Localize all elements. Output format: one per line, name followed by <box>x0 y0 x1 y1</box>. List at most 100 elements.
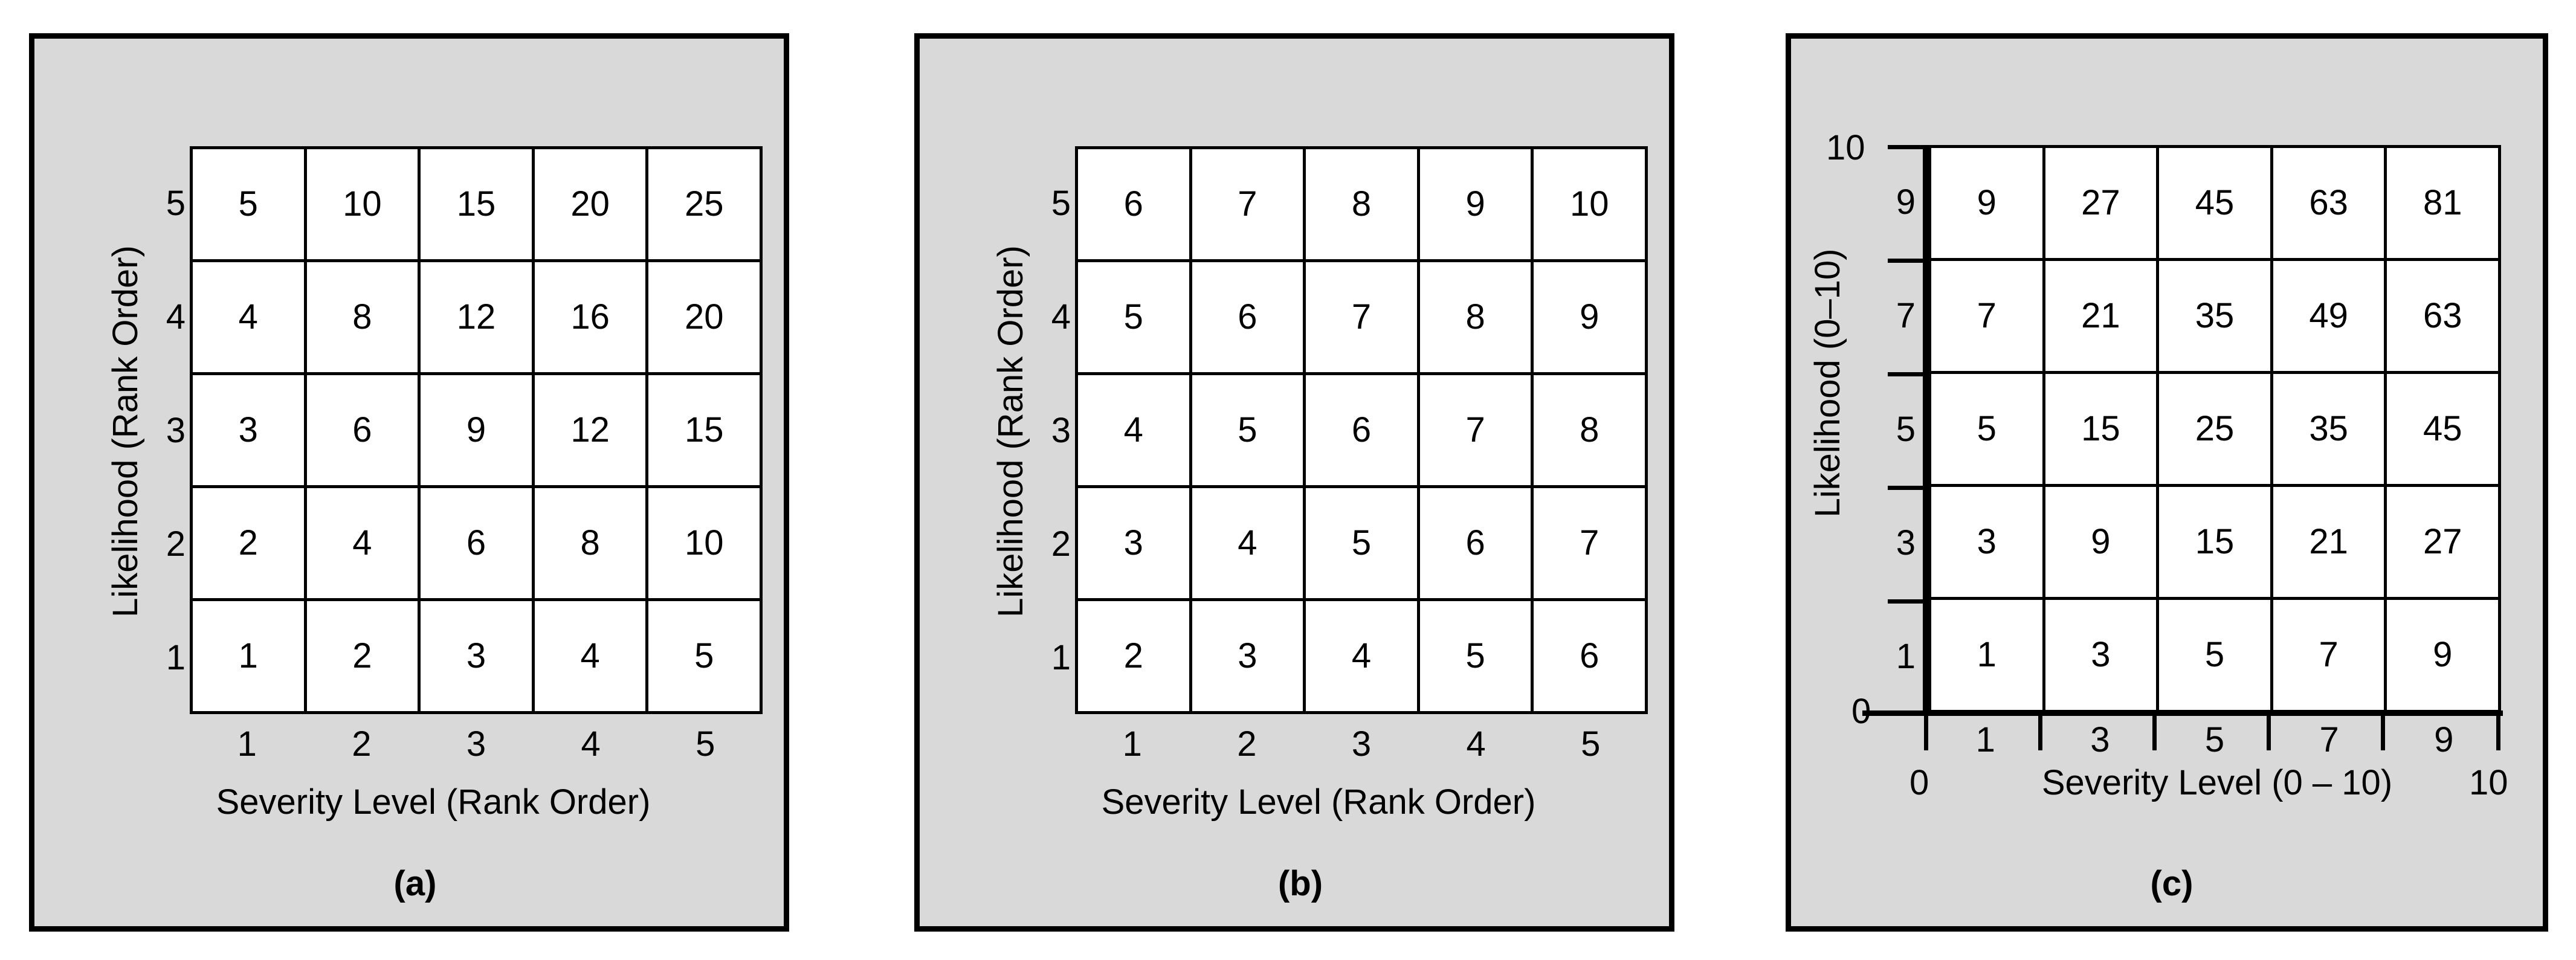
matrix-cell: 3 <box>421 601 532 711</box>
x-tick-label: 1 <box>1122 724 1142 764</box>
x-tick-label: 3 <box>466 724 486 764</box>
panel-b-y-tick-labels: 5 4 3 2 1 <box>1035 146 1071 714</box>
x-tick-label: 2 <box>1237 724 1257 764</box>
matrix-cell: 6 <box>306 375 418 485</box>
matrix-cell: 9 <box>1419 149 1531 259</box>
panel-b-x-axis-title: Severity Level (Rank Order) <box>1101 782 1536 822</box>
matrix-cell: 9 <box>2045 487 2157 597</box>
panel-a-caption: (a) <box>393 864 437 903</box>
matrix-cell: 3 <box>1192 601 1303 711</box>
matrix-cell: 81 <box>2387 148 2498 258</box>
panel-a: Likelihood (Rank Order) 5 4 3 2 1 5 10 1… <box>29 33 789 932</box>
x-tick-label: 5 <box>2204 720 2225 759</box>
panel-c-x-tick-labels: 1 3 5 7 9 <box>1928 717 2501 762</box>
x-axis-tick <box>2152 713 2157 750</box>
x-tick-label: 5 <box>696 724 715 764</box>
matrix-cell: 6 <box>1419 488 1531 598</box>
matrix-cell: 9 <box>1931 148 2042 258</box>
matrix-cell: 49 <box>2273 261 2384 371</box>
y-tick-label: 5 <box>166 183 186 223</box>
matrix-cell: 15 <box>648 375 760 485</box>
matrix-cell: 7 <box>1534 488 1645 598</box>
y-axis-tick <box>1888 486 1928 490</box>
y-tick-label: 4 <box>1051 297 1071 337</box>
matrix-cell: 20 <box>648 262 760 372</box>
panel-c-x-axis-line <box>1862 710 2503 716</box>
y-tick-label: 2 <box>1051 524 1071 564</box>
matrix-cell: 5 <box>1192 375 1303 485</box>
x-tick-label: 1 <box>1975 720 1995 759</box>
panel-a-y-axis-title: Likelihood (Rank Order) <box>105 245 145 617</box>
x-tick-label: 3 <box>2090 720 2110 759</box>
x-tick-label: 7 <box>2319 720 2339 759</box>
matrix-cell: 4 <box>193 262 304 372</box>
y-tick-label: 1 <box>1896 636 1916 676</box>
panel-c: Likelihood (0–10) 10 0 9 7 5 3 1 9 27 45… <box>1786 33 2548 932</box>
panel-c-y-tick-labels: 9 7 5 3 1 <box>1858 145 1916 713</box>
matrix-cell: 45 <box>2387 374 2498 484</box>
matrix-cell: 5 <box>1419 601 1531 711</box>
matrix-cell: 3 <box>1931 487 2042 597</box>
x-axis-tick <box>2038 713 2042 750</box>
panel-b-matrix-grid: 6 7 8 9 10 5 6 7 8 9 4 5 6 7 8 3 4 5 6 7… <box>1075 146 1648 714</box>
panel-b-y-axis-title: Likelihood (Rank Order) <box>990 245 1030 617</box>
y-tick-label: 2 <box>166 524 186 564</box>
matrix-cell: 63 <box>2273 148 2384 258</box>
matrix-cell: 9 <box>2387 600 2498 710</box>
y-tick-label: 5 <box>1896 409 1916 449</box>
matrix-cell: 6 <box>1306 375 1417 485</box>
panel-c-y-axis-title: Likelihood (0–10) <box>1807 248 1847 518</box>
y-tick-label: 7 <box>1896 295 1916 335</box>
matrix-cell: 6 <box>421 488 532 598</box>
matrix-cell: 3 <box>193 375 304 485</box>
panel-b-caption: (b) <box>1277 864 1323 903</box>
matrix-cell: 27 <box>2045 148 2157 258</box>
matrix-cell: 5 <box>1078 262 1189 372</box>
matrix-cell: 1 <box>193 601 304 711</box>
matrix-cell: 5 <box>193 149 304 259</box>
panel-a-x-axis-title: Severity Level (Rank Order) <box>216 782 651 822</box>
panel-c-y-axis-line <box>1923 145 1928 713</box>
matrix-cell: 3 <box>2045 600 2157 710</box>
matrix-cell: 25 <box>2159 374 2270 484</box>
matrix-cell: 15 <box>421 149 532 259</box>
matrix-cell: 63 <box>2387 261 2498 371</box>
matrix-cell: 6 <box>1534 601 1645 711</box>
matrix-cell: 6 <box>1078 149 1189 259</box>
matrix-cell: 5 <box>648 601 760 711</box>
y-tick-label: 3 <box>1051 410 1071 450</box>
x-tick-label: 9 <box>2434 720 2454 759</box>
matrix-cell: 1 <box>1931 600 2042 710</box>
panel-a-matrix-grid: 5 10 15 20 25 4 8 12 16 20 3 6 9 12 15 2… <box>190 146 763 714</box>
matrix-cell: 16 <box>534 262 646 372</box>
panel-b: Likelihood (Rank Order) 5 4 3 2 1 6 7 8 … <box>914 33 1674 932</box>
matrix-cell: 9 <box>1534 262 1645 372</box>
x-tick-label: 4 <box>1466 724 1486 764</box>
matrix-cell: 5 <box>2159 600 2270 710</box>
y-axis-tick <box>1888 599 1928 604</box>
panel-c-x-axis-max-label: 10 <box>2469 763 2508 802</box>
matrix-cell: 10 <box>648 488 760 598</box>
matrix-cell: 15 <box>2045 374 2157 484</box>
y-axis-tick <box>1888 259 1928 263</box>
matrix-cell: 8 <box>306 262 418 372</box>
panel-a-x-tick-labels: 1 2 3 4 5 <box>190 720 763 767</box>
x-axis-tick <box>1924 713 1928 750</box>
matrix-cell: 2 <box>193 488 304 598</box>
y-axis-tick <box>1888 372 1928 376</box>
matrix-cell: 8 <box>1419 262 1531 372</box>
matrix-cell: 7 <box>1192 149 1303 259</box>
matrix-cell: 12 <box>421 262 532 372</box>
y-axis-tick <box>1888 145 1928 149</box>
matrix-cell: 21 <box>2273 487 2384 597</box>
matrix-cell: 10 <box>306 149 418 259</box>
matrix-cell: 3 <box>1078 488 1189 598</box>
x-axis-tick <box>2496 713 2500 750</box>
matrix-cell: 2 <box>1078 601 1189 711</box>
matrix-cell: 7 <box>1931 261 2042 371</box>
matrix-cell: 5 <box>1931 374 2042 484</box>
matrix-cell: 35 <box>2159 261 2270 371</box>
x-tick-label: 4 <box>581 724 601 764</box>
matrix-cell: 8 <box>534 488 646 598</box>
